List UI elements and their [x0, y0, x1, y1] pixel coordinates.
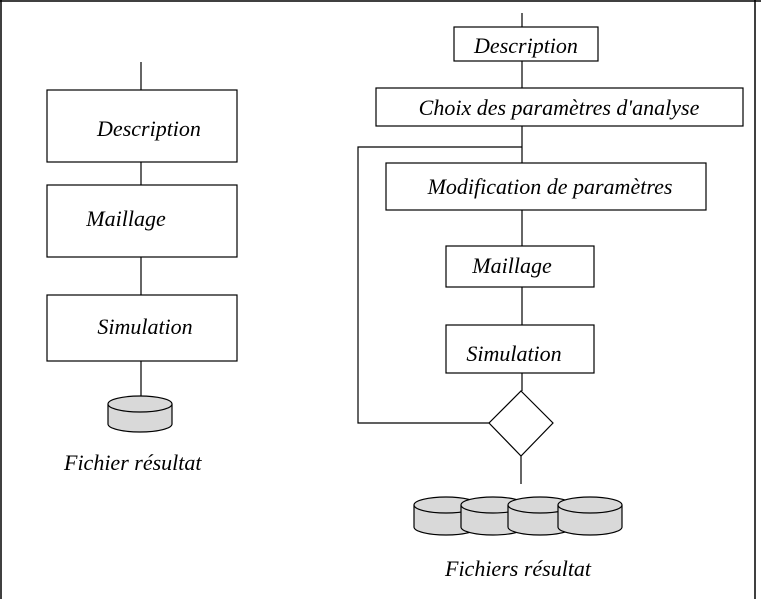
right-step-choix-parametres-label: Choix des paramètres d'analyse: [419, 95, 700, 120]
left-step-simulation-label: Simulation: [97, 314, 192, 339]
right-step-simulation: Simulation: [445, 324, 595, 374]
left-step-simulation-box: [46, 294, 238, 362]
right-database-icon-4: [557, 496, 623, 536]
right-step-modification-parametres: Modification de paramètres: [385, 162, 707, 211]
left-flow: Description Maillage Simulation Fichier …: [46, 62, 238, 475]
left-step-maillage: Maillage: [46, 184, 238, 258]
left-output-caption: Fichier résultat: [63, 450, 202, 475]
right-database-icon-3: [507, 496, 573, 536]
left-step-description-label: Description: [96, 116, 201, 141]
right-step-modification-parametres-label: Modification de paramètres: [427, 174, 673, 199]
feedback-loop-line: [357, 146, 522, 424]
left-step-description-box: [46, 89, 238, 163]
left-database-icon: [107, 395, 173, 433]
right-step-maillage: Maillage: [445, 245, 595, 288]
right-step-description-box: [453, 26, 599, 62]
right-step-choix-parametres-box: [375, 87, 744, 127]
right-step-modification-parametres-box: [385, 162, 707, 211]
right-step-description-label: Description: [473, 33, 578, 58]
left-step-description: Description: [46, 89, 238, 163]
left-step-maillage-label: Maillage: [85, 206, 166, 231]
right-step-choix-parametres: Choix des paramètres d'analyse: [375, 87, 744, 127]
right-flow: Description Choix des paramètres d'analy…: [357, 13, 744, 581]
right-step-simulation-box: [445, 324, 595, 374]
right-step-maillage-label: Maillage: [471, 253, 552, 278]
right-output-caption: Fichiers résultat: [444, 556, 592, 581]
decision-diamond: [488, 390, 554, 457]
left-step-maillage-box: [46, 184, 238, 258]
right-step-maillage-box: [445, 245, 595, 288]
left-step-simulation: Simulation: [46, 294, 238, 362]
right-step-description: Description: [453, 26, 599, 62]
right-step-simulation-label: Simulation: [466, 341, 561, 366]
